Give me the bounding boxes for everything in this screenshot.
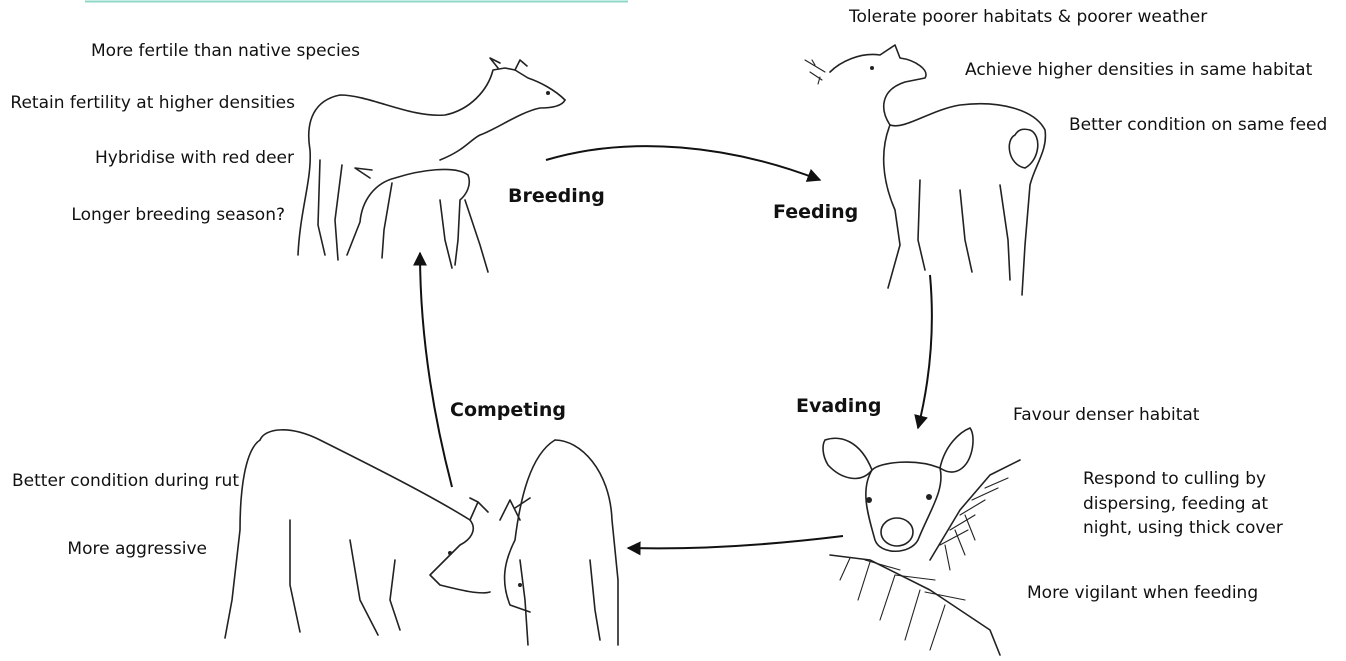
feeding-deer-illustration — [805, 45, 1045, 295]
doe-and-fawn-illustration — [298, 58, 565, 272]
stage-label-evading: Evading — [796, 395, 881, 417]
breeding-trait: More fertile than native species — [91, 39, 360, 63]
breeding-trait: Retain fertility at higher densities — [10, 91, 295, 115]
evading-trait: Favour denser habitat — [1013, 403, 1199, 427]
evading-deer-illustration — [823, 428, 1020, 655]
arrow-evading-to-competing — [628, 536, 843, 548]
arrow-breeding-to-feeding — [546, 146, 820, 180]
stage-label-competing: Competing — [450, 399, 566, 421]
competing-trait: More aggressive — [67, 537, 207, 561]
feeding-trait: Tolerate poorer habitats & poorer weathe… — [849, 5, 1207, 29]
evading-trait: More vigilant when feeding — [1027, 581, 1258, 605]
breeding-trait: Longer breeding season? — [71, 203, 285, 227]
competing-stags-illustration — [225, 430, 618, 645]
competing-trait: Better condition during rut — [12, 469, 239, 493]
arrow-feeding-to-evading — [918, 275, 932, 428]
evading-trait: Respond to culling by dispersing, feedin… — [1083, 467, 1303, 541]
stage-label-breeding: Breeding — [508, 185, 605, 207]
stage-label-feeding: Feeding — [773, 201, 858, 223]
arrow-competing-to-breeding — [420, 253, 452, 487]
feeding-trait: Better condition on same feed — [1069, 113, 1327, 137]
breeding-trait: Hybridise with red deer — [95, 146, 294, 170]
feeding-trait: Achieve higher densities in same habitat — [965, 58, 1312, 82]
